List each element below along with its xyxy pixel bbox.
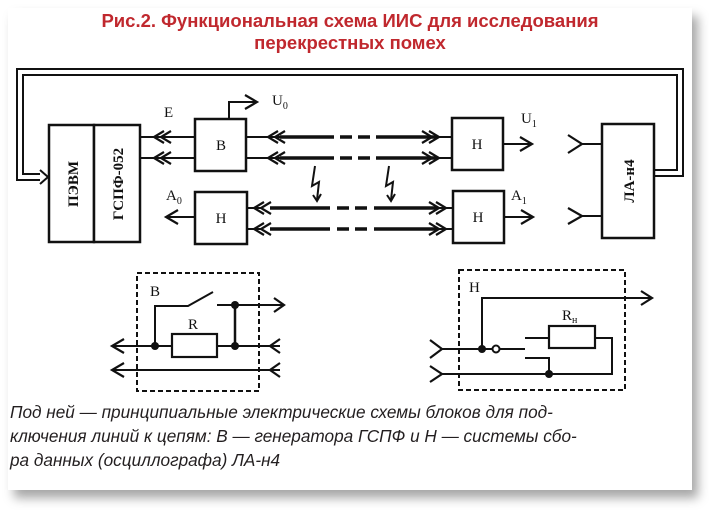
daq-input-2-icon [567,207,585,225]
label-a1: A1 [511,188,527,207]
block-h-bottom-left: Н A0 [163,188,249,246]
detail-h-in-arrow-2-icon [429,365,444,383]
u1-arrow-icon [519,136,535,152]
label-u1: U1 [521,111,537,130]
figure-card: Рис.2. Функциональная схема ИИС для иссл… [8,8,692,490]
daq-block: ЛА-н4 [567,122,656,240]
resistor-rn [547,324,597,350]
label-a0: A0 [166,188,182,207]
a0-arrow-icon [163,209,179,225]
caption-line-3: ра данных (осциллографа) ЛА-н4 [10,450,281,470]
generator-output-lines: E [140,105,195,166]
line-pair-bottom [247,200,453,237]
generator-box [92,123,142,244]
title-line-1: Рис.2. Функциональная схема ИИС для иссл… [101,10,599,31]
detail-b-left-arrow-2-icon [109,362,125,378]
block-h-tr-label: Н [472,137,483,153]
detail-h-in-arrow-1-icon [429,339,444,359]
detail-b-left-arrow-1-icon [109,338,125,354]
feedback-arrow-icon [39,169,50,185]
crosstalk-icon [310,165,396,203]
label-e: E [164,105,173,121]
detail-h-out-arrow-icon [640,290,655,306]
block-h-top-right: Н U1 [450,111,537,172]
resistor-rn-label: Rн [562,308,578,326]
line-pair-top [246,129,452,166]
a1-arrow-icon [520,209,536,225]
detail-circuit-h: Н Rн [429,269,655,391]
detail-b-label: В [150,284,160,300]
block-b-label: В [216,138,226,154]
block-h-bl-label: Н [216,211,227,227]
caption-line-2: ключения линий к цепям: В — генератора Г… [10,426,577,446]
pc-generator-block: ПЭВМ ГСПФ-052 [47,123,142,244]
resistor-r [170,332,219,359]
pc-label: ПЭВМ [66,161,82,207]
title-line-2: перекрестных помех [254,32,446,53]
block-b: В U0 [193,93,288,173]
u0-arrow-icon [244,94,260,110]
figure-title: Рис.2. Функциональная схема ИИС для иссл… [8,10,692,54]
daq-input-1-icon [567,134,585,154]
resistor-r-label: R [188,317,198,333]
block-h-br-label: Н [473,210,484,226]
label-u0: U0 [272,93,288,112]
figure-caption: Под ней — принципиальные электрические с… [10,400,676,472]
detail-circuit-b: В R [109,272,286,392]
detail-h-label: Н [469,280,480,296]
caption-line-1: Под ней — принципиальные электрические с… [10,402,553,422]
detail-b-out-arrow-icon [273,297,286,313]
block-h-bottom-right: Н A1 [451,188,536,245]
daq-label: ЛА-н4 [622,159,638,203]
generator-label: ГСПФ-052 [111,148,127,220]
switch-icon [154,291,214,346]
